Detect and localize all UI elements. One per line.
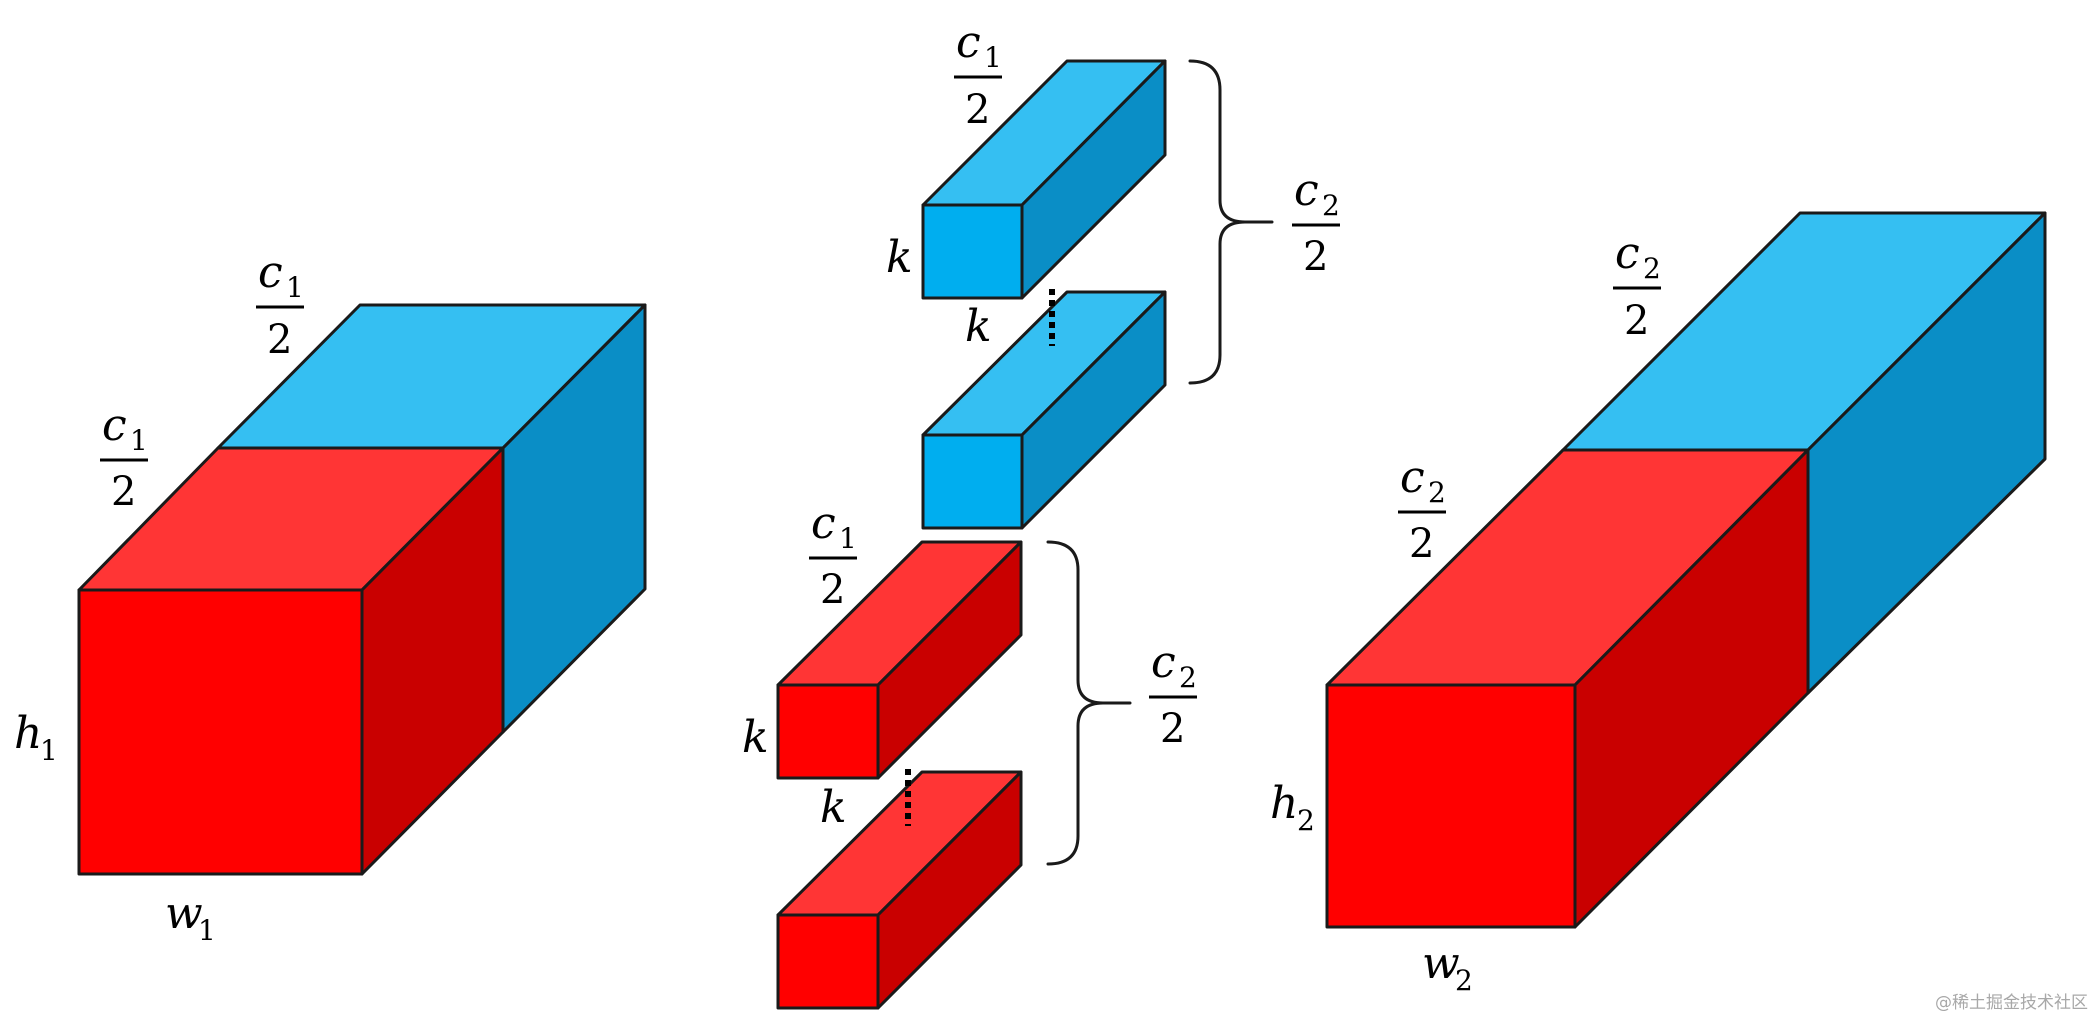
input-red-half xyxy=(77,446,505,876)
output-width-label: w 2 xyxy=(1422,938,1473,997)
label-text: c xyxy=(956,17,981,68)
label-text: c xyxy=(102,400,127,451)
input-tensor xyxy=(77,303,647,876)
label-text: 1 xyxy=(984,41,1002,74)
output-red-half xyxy=(1325,448,1810,929)
label-text: 1 xyxy=(130,424,148,457)
label-text: c xyxy=(1294,165,1319,216)
label-text: 1 xyxy=(839,522,857,555)
red-group-output-label: c 2 2 xyxy=(1149,637,1197,752)
label-text: 2 xyxy=(111,469,136,515)
input-width-label: w 1 xyxy=(165,888,216,947)
label-text: 2 xyxy=(1643,252,1661,285)
red-kernel-top xyxy=(776,540,1023,780)
label-text: 2 xyxy=(1624,298,1649,344)
watermark: @稀土掘金技术社区 xyxy=(1935,993,2088,1013)
red-kernel-height-label: k xyxy=(742,712,769,763)
label-text: 2 xyxy=(1297,804,1315,837)
label-text: 2 xyxy=(267,317,292,363)
red-kernel-width-label: k xyxy=(820,782,847,833)
label-text: c xyxy=(811,498,836,549)
red-kernel-group xyxy=(776,540,1023,1010)
blue-front-face xyxy=(921,433,1024,530)
label-text: 2 xyxy=(1179,661,1197,694)
red-front-face xyxy=(776,913,880,1010)
output-red-channel-label: c 2 2 xyxy=(1398,452,1446,567)
blue-kernel-width-label: k xyxy=(965,301,992,352)
label-text: w xyxy=(1422,938,1460,989)
output-height-label: h 2 xyxy=(1270,778,1315,837)
label-text: 2 xyxy=(965,87,990,133)
red-kernel-channel-label: c 1 2 xyxy=(809,498,857,613)
input-red-front-face xyxy=(77,588,364,876)
label-text: c xyxy=(1615,228,1640,279)
label-text: 1 xyxy=(286,271,304,304)
label-text: c xyxy=(258,247,283,298)
output-tensor xyxy=(1325,211,2047,929)
label-text: 1 xyxy=(40,734,58,767)
input-red-channel-label: c 1 2 xyxy=(100,400,148,515)
label-text: 2 xyxy=(1428,476,1446,509)
label-text: w xyxy=(165,888,203,939)
label-text: 2 xyxy=(820,567,845,613)
input-height-label: h 1 xyxy=(14,708,58,767)
blue-kernel-channel-label: c 1 2 xyxy=(954,17,1002,133)
label-text: c xyxy=(1151,637,1176,688)
red-group-brace xyxy=(1046,540,1132,866)
label-text: 2 xyxy=(1322,189,1340,222)
blue-kernel-height-label: k xyxy=(886,232,913,283)
blue-kernel-top xyxy=(921,59,1167,300)
red-kernel-bottom xyxy=(776,770,1023,1010)
label-text: 2 xyxy=(1303,234,1328,280)
blue-kernel-group xyxy=(921,59,1167,530)
blue-group-brace xyxy=(1188,59,1274,385)
blue-group-output-label: c 2 2 xyxy=(1292,165,1340,280)
blue-kernel-bottom xyxy=(921,290,1167,530)
input-blue-channel-label: c 1 2 xyxy=(256,247,304,363)
output-blue-channel-label: c 2 2 xyxy=(1613,228,1661,344)
label-text: 1 xyxy=(198,914,216,947)
label-text: 2 xyxy=(1409,521,1434,567)
output-red-front-face xyxy=(1325,683,1577,929)
label-text: h xyxy=(14,708,42,759)
label-text: c xyxy=(1400,452,1425,503)
label-text: h xyxy=(1270,778,1298,829)
red-front-face xyxy=(776,683,880,780)
label-text: 2 xyxy=(1455,964,1473,997)
blue-front-face xyxy=(921,203,1024,300)
label-text: 2 xyxy=(1160,706,1185,752)
